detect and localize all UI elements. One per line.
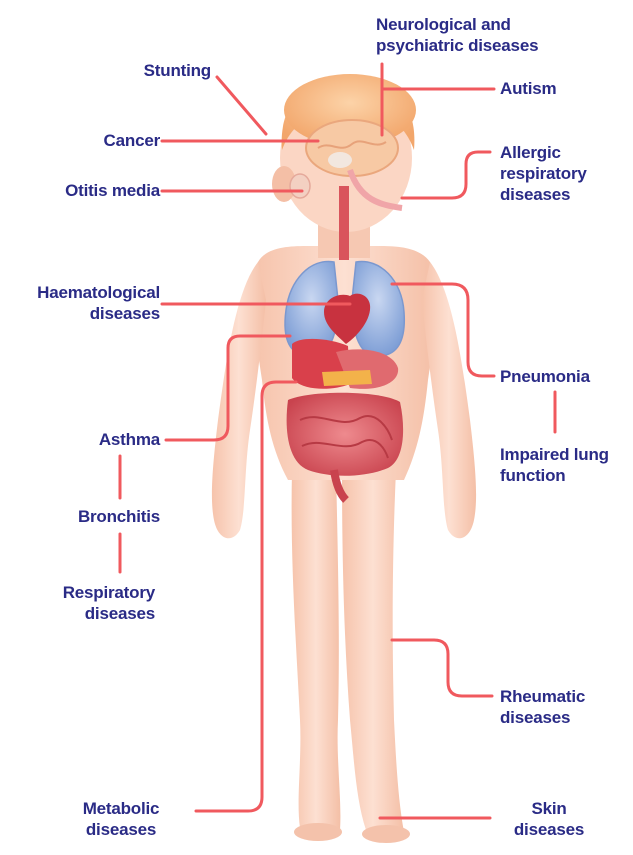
label-allergic-line3: diseases (500, 184, 587, 205)
label-allergic: Allergic respiratory diseases (500, 142, 587, 205)
label-skin: Skin diseases (484, 798, 614, 840)
label-allergic-line2: respiratory (500, 163, 587, 184)
label-rheumatic-line2: diseases (500, 707, 585, 728)
label-autism: Autism (500, 78, 556, 99)
label-metabolic-line2: diseases (56, 819, 186, 840)
label-cancer: Cancer (104, 130, 160, 151)
label-bronchitis: Bronchitis (78, 506, 160, 527)
label-metabolic-line1: Metabolic (56, 798, 186, 819)
label-neurological-line1: Neurological and (376, 14, 538, 35)
label-otitis: Otitis media (65, 180, 160, 201)
label-stunting: Stunting (144, 60, 211, 81)
label-haematological-line1: Haematological (37, 282, 160, 303)
connector-allergic (402, 152, 490, 198)
label-haematological: Haematological diseases (37, 282, 160, 324)
label-neurological-line2: psychiatric diseases (376, 35, 538, 56)
label-respiratory: Respiratory diseases (63, 582, 155, 624)
label-neurological: Neurological and psychiatric diseases (376, 14, 538, 56)
label-impaired-lung: Impaired lung function (500, 444, 609, 486)
label-skin-line2: diseases (484, 819, 614, 840)
label-haematological-line2: diseases (37, 303, 160, 324)
label-allergic-line1: Allergic (500, 142, 587, 163)
label-rheumatic-line1: Rheumatic (500, 686, 585, 707)
label-respiratory-line1: Respiratory (63, 582, 155, 603)
label-skin-line1: Skin (484, 798, 614, 819)
label-metabolic: Metabolic diseases (56, 798, 186, 840)
label-pneumonia: Pneumonia (500, 366, 590, 387)
label-impaired-line1: Impaired lung (500, 444, 609, 465)
label-impaired-line2: function (500, 465, 609, 486)
label-respiratory-line2: diseases (63, 603, 155, 624)
connector-rheumatic (392, 640, 492, 696)
label-asthma: Asthma (99, 429, 160, 450)
connector-stunting (217, 77, 266, 134)
label-rheumatic: Rheumatic diseases (500, 686, 585, 728)
